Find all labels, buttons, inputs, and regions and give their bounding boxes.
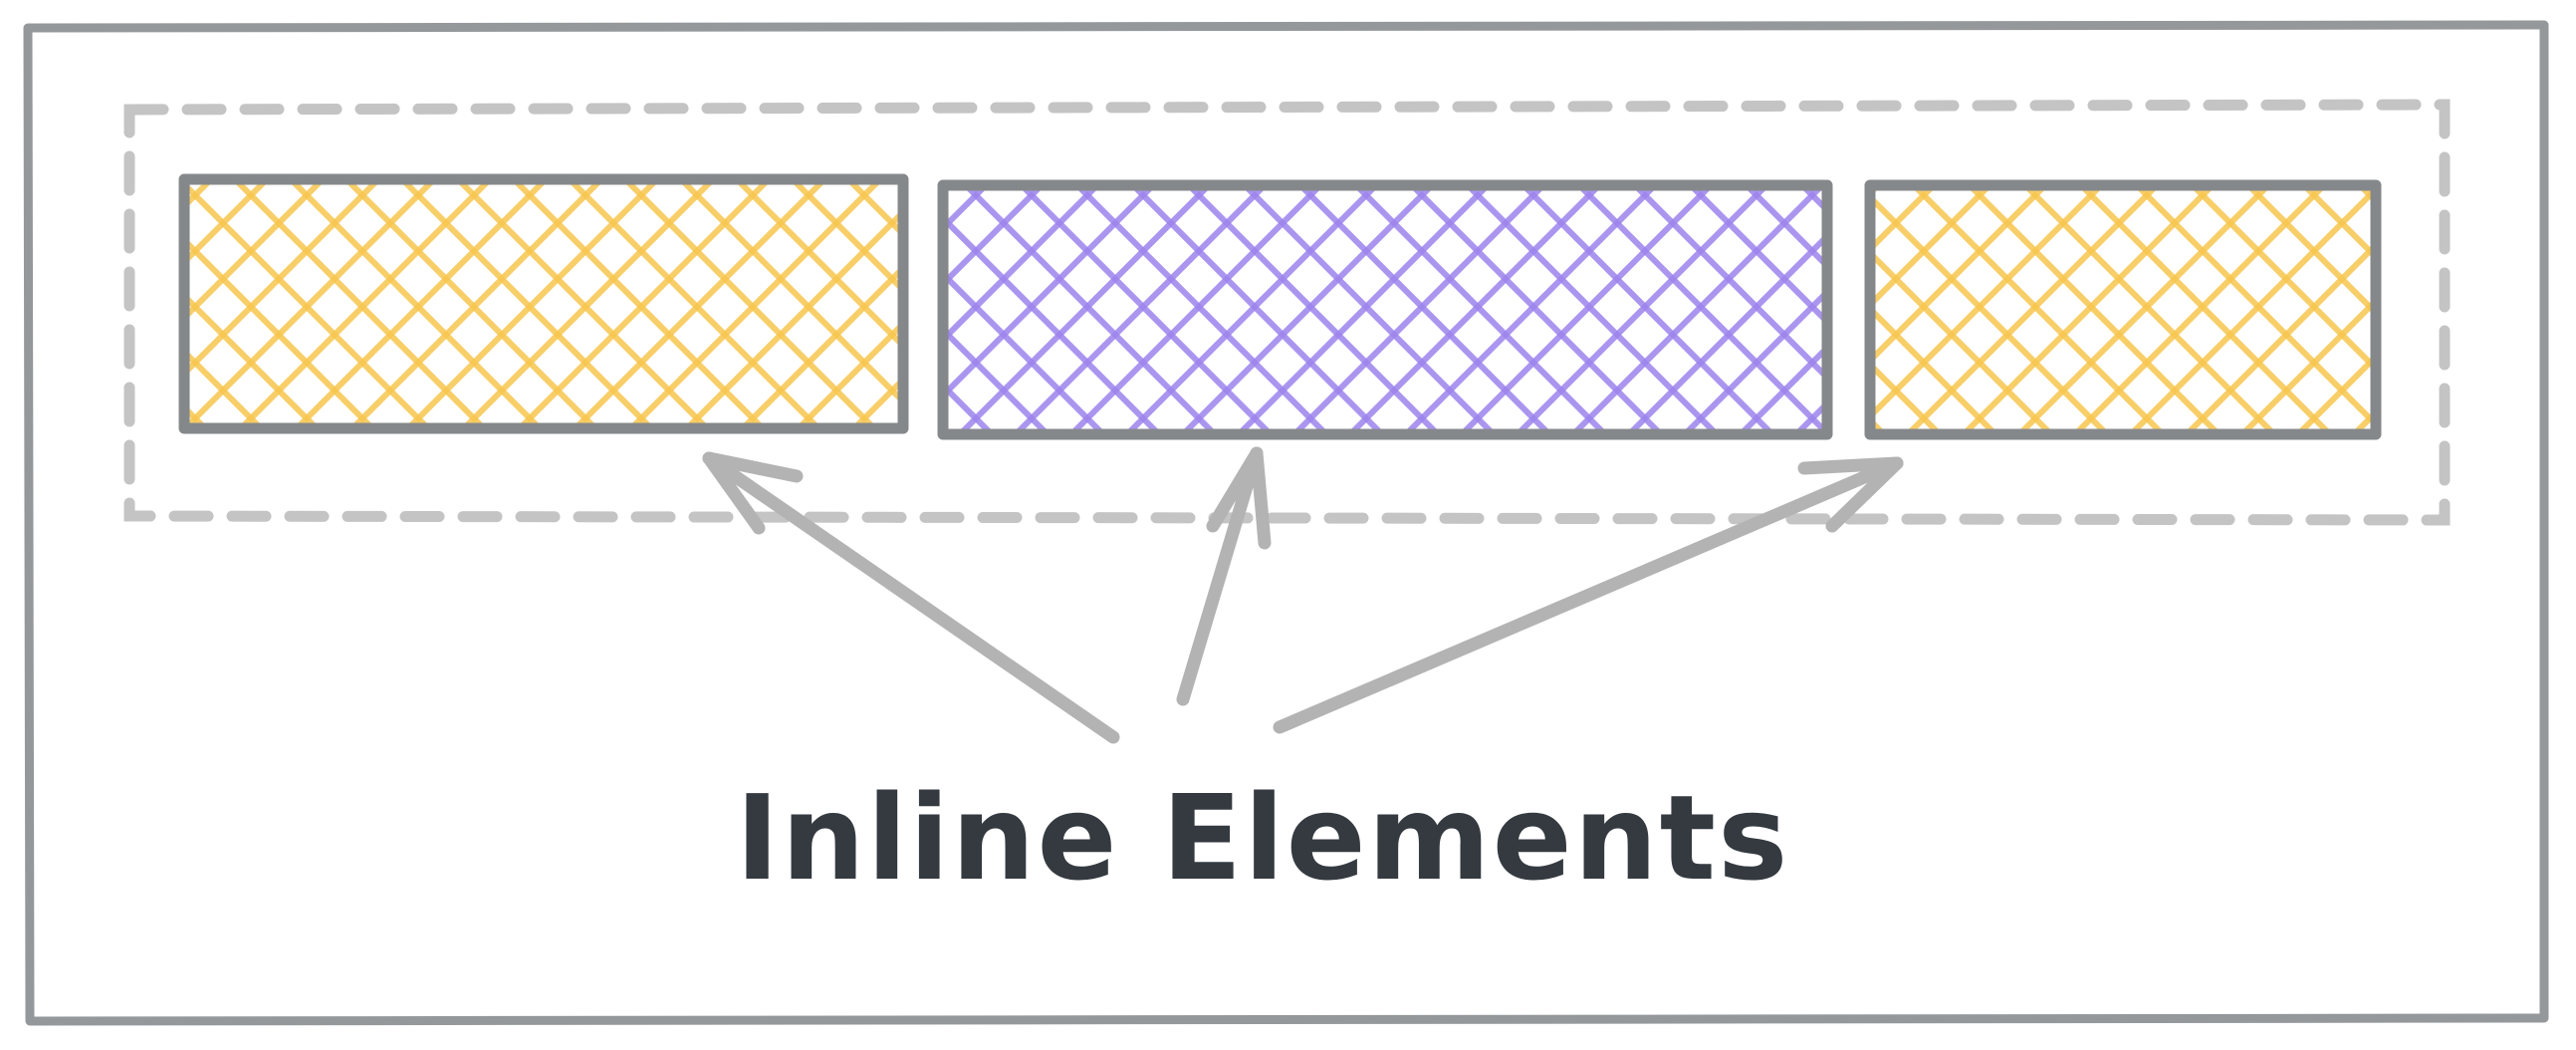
line-box-dashed xyxy=(123,99,2451,526)
inline-element-1 xyxy=(178,173,909,434)
inline-element-3 xyxy=(1864,179,2382,440)
arrow-to-element-3 xyxy=(1273,456,1904,734)
inline-element-2 xyxy=(937,179,1833,440)
arrow-to-element-1 xyxy=(702,451,1120,744)
caption-label: Inline Elements xyxy=(736,769,1790,907)
arrow-to-element-2 xyxy=(1176,446,1272,706)
